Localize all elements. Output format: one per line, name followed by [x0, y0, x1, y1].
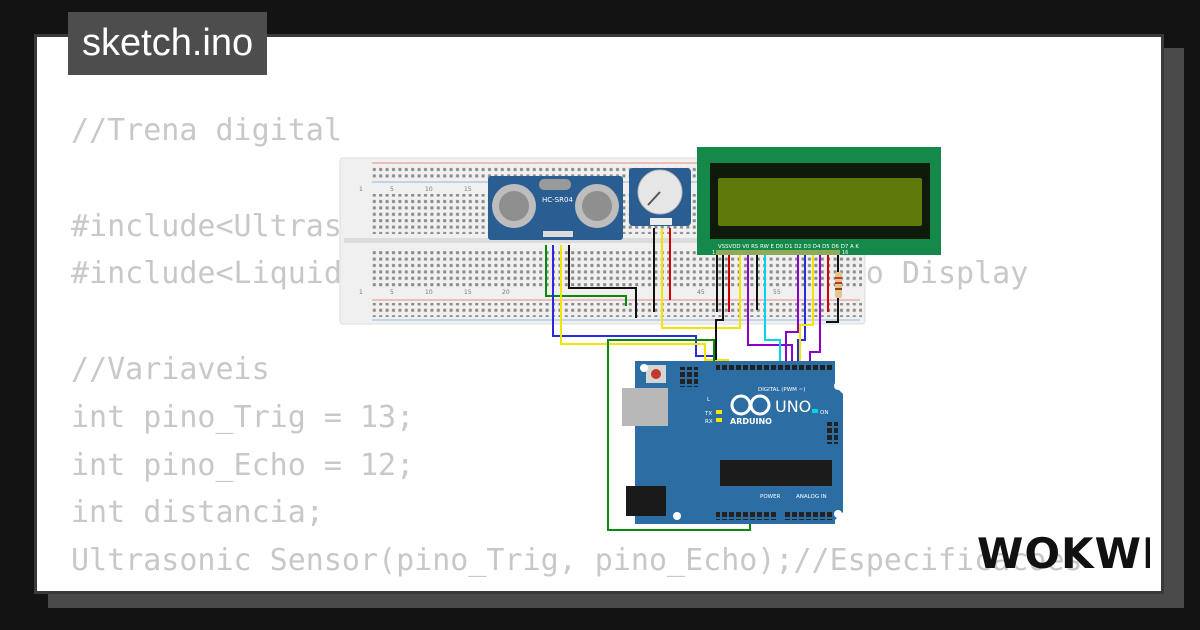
board-tx-label: TX — [704, 411, 712, 417]
lcd-display: VSSVDD V0 RS RW E D0 D1 D2 D3 D4 D5 D6 D… — [697, 147, 941, 256]
breadboard-col-number: 20 — [502, 289, 510, 296]
breadboard-col-number: 15 — [464, 186, 472, 193]
sensor-label: HC-SR04 — [542, 196, 573, 204]
breadboard-col-number: 10 — [425, 289, 433, 296]
wokwi-logo: WOKWI — [977, 529, 1150, 576]
breadboard-col-number: 45 — [697, 289, 705, 296]
board-uno-label: UNO — [775, 397, 811, 416]
breadboard-col-number: 5 — [390, 186, 394, 193]
code-line: //Variaveis — [71, 351, 270, 387]
breadboard-col-number: 10 — [425, 186, 433, 193]
lcd-pin-labels: VSSVDD V0 RS RW E D0 D1 D2 D3 D4 D5 D6 D… — [718, 244, 859, 250]
wokwi-logo-text: WOKWI — [977, 529, 1150, 576]
board-digital-label: DIGITAL (PWM ~) — [758, 387, 805, 393]
ultrasonic-sensor: HC-SR04 — [488, 176, 623, 240]
potentiometer — [629, 168, 691, 226]
file-tab[interactable]: sketch.ino — [68, 12, 268, 75]
board-l-label: L — [707, 397, 711, 403]
code-line: int pino_Trig = 13; — [71, 399, 415, 435]
board-on-label: ON — [820, 410, 828, 416]
board-rx-label: RX — [705, 419, 713, 425]
breadboard-col-number: 1 — [359, 186, 363, 193]
breadboard-col-number: 1 — [359, 289, 363, 296]
code-line: int distancia; — [71, 495, 324, 531]
breadboard-col-number: 55 — [773, 289, 781, 296]
breadboard-col-number: 5 — [390, 289, 394, 296]
board-power-label: POWER — [760, 494, 781, 500]
board-brand-label: ARDUINO — [730, 417, 772, 426]
resistor — [835, 272, 842, 298]
wires — [545, 228, 839, 531]
code-line: LiquidCrystal lcd(2, 3, 4, 5, 6, 7); //D… — [71, 585, 1082, 592]
code-line: int pino_Echo = 12; — [71, 447, 415, 483]
code-line: Ultrasonic Sensor(pino_Trig, pino_Echo);… — [71, 543, 1083, 579]
arduino-uno-board: UNO ARDUINO DIGITAL (PWM ~) POWER ANALOG… — [622, 361, 843, 524]
arduino-logo — [730, 394, 771, 416]
breadboard-col-number: 15 — [464, 289, 472, 296]
code-line: //Trena digital — [71, 113, 342, 148]
board-analog-label: ANALOG IN — [796, 494, 827, 500]
lcd-pin16-label: 16 — [842, 250, 848, 256]
lcd-pin1-label: 1 — [712, 250, 715, 256]
